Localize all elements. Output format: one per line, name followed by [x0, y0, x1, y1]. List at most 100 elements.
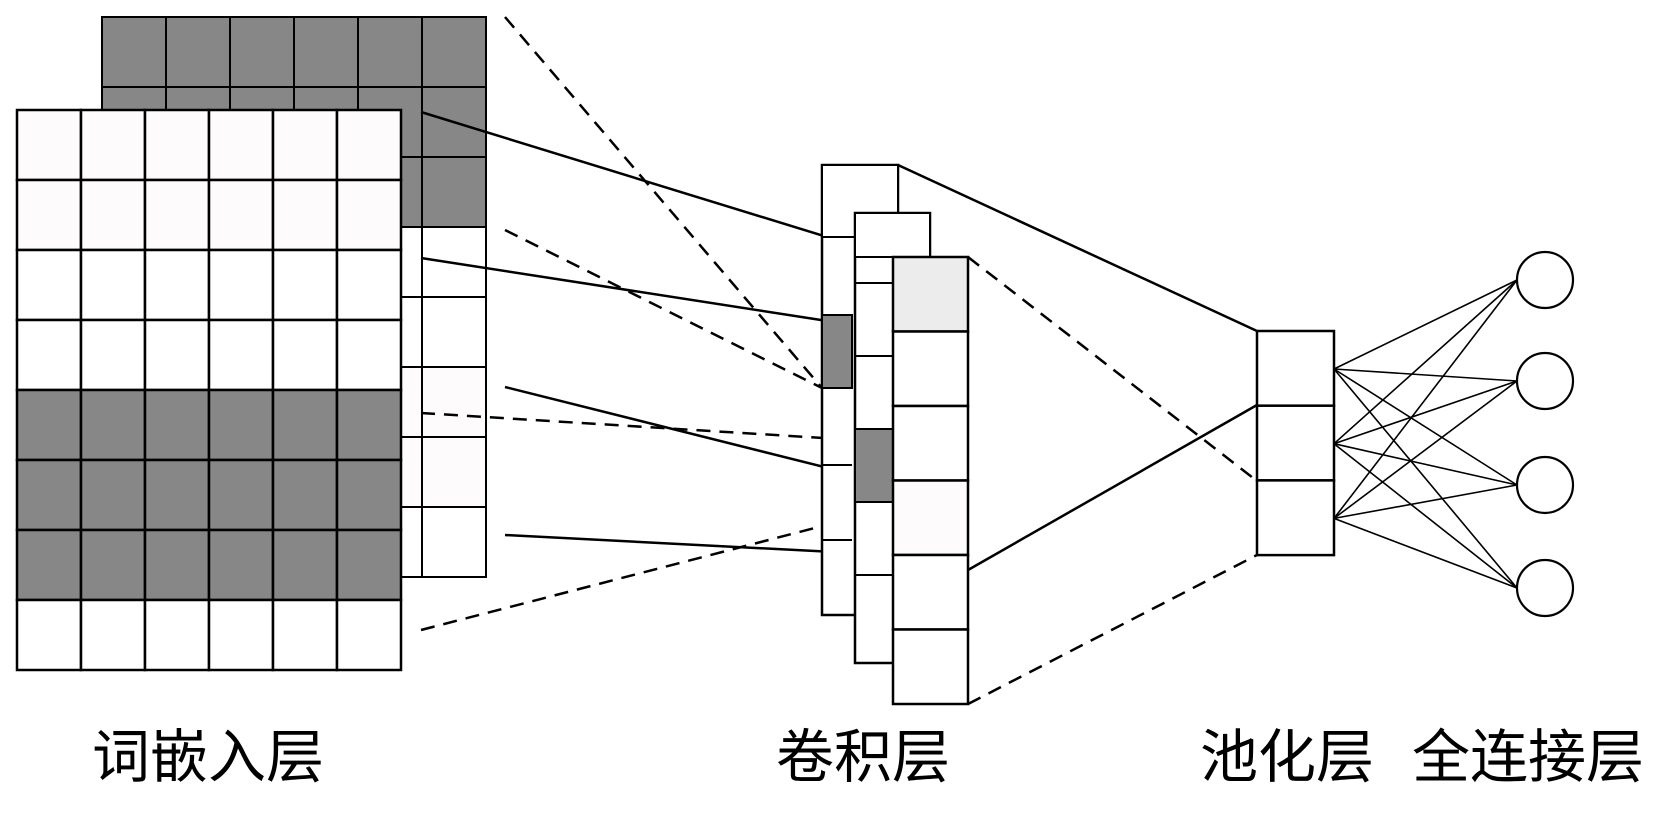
embedding-back-cell — [293, 16, 359, 88]
pool-cell — [1255, 404, 1336, 482]
embedding-cell — [335, 528, 403, 602]
embedding-back-cell — [357, 16, 423, 88]
fc-connection — [1333, 279, 1518, 370]
embedding-to-conv-connections — [420, 16, 893, 632]
embedding-cell — [79, 388, 147, 462]
embedding-cell — [271, 388, 339, 462]
embedding-cell — [79, 598, 147, 672]
embedding-cell — [207, 388, 275, 462]
dashed-connector — [967, 553, 1258, 706]
fully-connected-layer-label: 全连接层 — [1412, 723, 1645, 791]
embedding-cell — [143, 318, 211, 392]
convolution-layer-label: 卷积层 — [776, 723, 951, 791]
embedding-back-cell — [101, 16, 167, 88]
pooling-layer — [1255, 329, 1336, 557]
dashed-connector — [420, 506, 893, 632]
embedding-cell — [335, 108, 403, 182]
conv-map-middle-highlight — [854, 428, 894, 503]
embedding-cell — [335, 178, 403, 252]
fc-connection — [1333, 443, 1518, 589]
conv-front-cell — [891, 255, 970, 333]
embedding-back-cell — [421, 506, 487, 578]
embedding-cell — [143, 598, 211, 672]
embedding-cell — [79, 528, 147, 602]
fc-connection — [1333, 484, 1518, 520]
embedding-cell — [143, 458, 211, 532]
embedding-cell — [207, 458, 275, 532]
conv-front-cell — [891, 479, 970, 557]
embedding-cell — [79, 248, 147, 322]
embedding-cell — [15, 178, 83, 252]
embedding-cell — [79, 178, 147, 252]
embedding-cell — [335, 388, 403, 462]
fc-node — [1515, 558, 1575, 618]
embedding-cell — [79, 318, 147, 392]
fc-connection — [1333, 279, 1518, 445]
fc-connection — [1333, 380, 1518, 445]
embedding-cell — [271, 248, 339, 322]
embedding-cell — [207, 108, 275, 182]
dashed-connector — [504, 228, 823, 390]
embedding-layer-label: 词嵌入层 — [92, 723, 325, 791]
fc-connection — [1333, 368, 1518, 382]
fc-connection — [1333, 517, 1518, 589]
embedding-cell — [143, 178, 211, 252]
pooling-layer-label: 池化层 — [1200, 723, 1375, 791]
fully-connected-layer — [1515, 250, 1575, 618]
conv-front-cell — [891, 330, 970, 408]
convolution-layer — [820, 163, 970, 706]
conv-map-middle-cell — [854, 212, 931, 258]
dashed-connector — [967, 256, 1258, 482]
embedding-cell — [15, 248, 83, 322]
embedding-cell — [335, 318, 403, 392]
conv-front-cell — [891, 628, 970, 706]
embedding-cell — [271, 598, 339, 672]
embedding-cell — [143, 388, 211, 462]
embedding-cell — [143, 248, 211, 322]
pool-to-fc-connections — [1333, 279, 1518, 589]
fc-connection — [1333, 368, 1518, 486]
embedding-cell — [335, 598, 403, 672]
embedding-cell — [143, 528, 211, 602]
solid-connector — [897, 163, 1258, 333]
embedding-layer — [15, 16, 487, 672]
fc-connection — [1333, 368, 1518, 589]
embedding-cell — [207, 598, 275, 672]
embedding-cell — [207, 318, 275, 392]
dashed-connector — [504, 16, 823, 389]
embedding-cell — [207, 248, 275, 322]
embedding-cell — [143, 108, 211, 182]
embedding-cell — [207, 528, 275, 602]
fc-connection — [1333, 380, 1518, 520]
embedding-cell — [79, 108, 147, 182]
solid-connector — [420, 110, 893, 259]
embedding-cell — [15, 528, 83, 602]
solid-connector — [967, 403, 1258, 572]
embedding-cell — [207, 178, 275, 252]
embedding-back-cell — [421, 436, 487, 508]
embedding-back-cell — [229, 16, 295, 88]
embedding-cell — [271, 318, 339, 392]
pool-cell — [1255, 329, 1336, 407]
embedding-cell — [15, 318, 83, 392]
fc-connection — [1333, 442, 1518, 486]
embedding-cell — [15, 108, 83, 182]
fc-node — [1515, 351, 1575, 411]
embedding-cell — [271, 108, 339, 182]
solid-connector — [420, 256, 893, 333]
embedding-cell — [15, 598, 83, 672]
embedding-back-cell — [165, 16, 231, 88]
embedding-back-cell — [421, 156, 487, 228]
embedding-cell — [79, 458, 147, 532]
conv-front-cell — [891, 553, 970, 631]
embedding-cell — [271, 178, 339, 252]
fc-connection — [1333, 279, 1518, 519]
conv-front-cell — [891, 404, 970, 482]
embedding-cell — [335, 248, 403, 322]
conv-map-back-highlight — [821, 314, 853, 389]
embedding-back-cell — [421, 296, 487, 368]
embedding-back-cell — [421, 366, 487, 438]
embedding-cell — [335, 458, 403, 532]
embedding-cell — [15, 458, 83, 532]
